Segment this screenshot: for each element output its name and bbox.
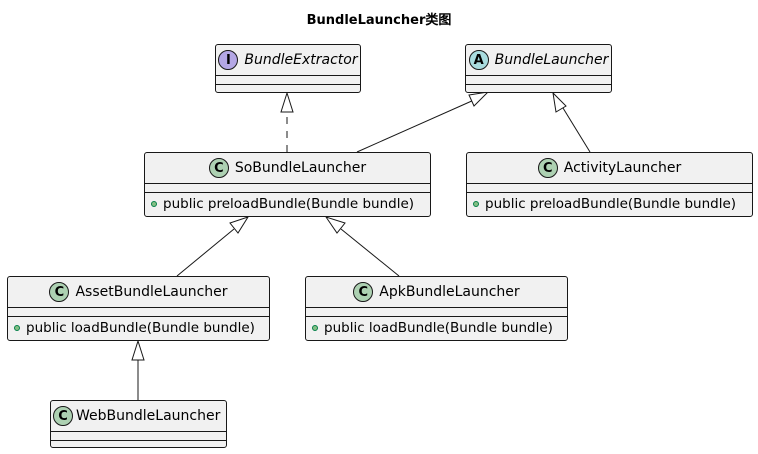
class-name: SoBundleLauncher xyxy=(234,160,367,176)
class-badge-icon: C xyxy=(208,158,229,178)
method-signature: public loadBundle(Bundle bundle) xyxy=(324,320,553,336)
edge-realization-so-to-extractor xyxy=(280,91,294,152)
edge-inheritance-apk-to-so xyxy=(324,216,400,277)
abstract-badge-icon: A xyxy=(468,50,489,70)
fields-section xyxy=(466,75,611,84)
edge-inheritance-so-to-launcher xyxy=(356,91,490,153)
class-name: ApkBundleLauncher xyxy=(379,284,520,300)
class-badge-icon: C xyxy=(537,158,558,178)
method-signature: public loadBundle(Bundle bundle) xyxy=(26,320,255,336)
class-web-bundle-launcher[interactable]: C WebBundleLauncher xyxy=(50,400,227,448)
method-signature: public preloadBundle(Bundle bundle) xyxy=(163,196,415,212)
class-bundle-extractor[interactable]: I BundleExtractor xyxy=(215,44,361,93)
methods-section xyxy=(51,440,226,449)
class-name: AssetBundleLauncher xyxy=(75,284,228,300)
fields-section xyxy=(51,431,226,440)
class-badge-icon: C xyxy=(353,282,374,302)
edge-inheritance-asset-to-so xyxy=(176,216,250,277)
interface-badge-icon: I xyxy=(218,50,239,70)
fields-section xyxy=(8,307,269,316)
public-visibility-icon xyxy=(14,325,20,331)
methods-section: public loadBundle(Bundle bundle) xyxy=(8,316,269,339)
method-item: public preloadBundle(Bundle bundle) xyxy=(145,193,430,215)
methods-section: public preloadBundle(Bundle bundle) xyxy=(467,192,752,215)
method-item: public preloadBundle(Bundle bundle) xyxy=(467,193,752,215)
class-name: BundleLauncher xyxy=(494,52,609,68)
class-name: WebBundleLauncher xyxy=(76,408,221,424)
methods-section xyxy=(466,84,611,93)
method-signature: public preloadBundle(Bundle bundle) xyxy=(485,196,737,212)
class-name: BundleExtractor xyxy=(244,52,358,68)
fields-section xyxy=(306,307,567,316)
class-bundle-launcher[interactable]: A BundleLauncher xyxy=(465,44,612,93)
class-badge-icon: C xyxy=(49,282,70,302)
public-visibility-icon xyxy=(473,201,479,207)
fields-section xyxy=(145,183,430,192)
edge-inheritance-activity-to-launcher xyxy=(552,91,591,153)
method-item: public loadBundle(Bundle bundle) xyxy=(8,317,269,339)
class-so-bundle-launcher[interactable]: C SoBundleLauncher public preloadBundle(… xyxy=(144,152,431,217)
class-name: ActivityLauncher xyxy=(563,160,682,176)
public-visibility-icon xyxy=(312,325,318,331)
edge-inheritance-web-to-asset xyxy=(131,339,145,400)
class-asset-bundle-launcher[interactable]: C AssetBundleLauncher public loadBundle(… xyxy=(7,276,270,341)
class-activity-launcher[interactable]: C ActivityLauncher public preloadBundle(… xyxy=(466,152,753,217)
diagram-title: BundleLauncher类图 xyxy=(306,13,452,28)
methods-section: public preloadBundle(Bundle bundle) xyxy=(145,192,430,215)
public-visibility-icon xyxy=(151,201,157,207)
fields-section xyxy=(467,183,752,192)
method-item: public loadBundle(Bundle bundle) xyxy=(306,317,567,339)
fields-section xyxy=(216,75,360,84)
methods-section: public loadBundle(Bundle bundle) xyxy=(306,316,567,339)
methods-section xyxy=(216,84,360,93)
class-badge-icon: C xyxy=(53,406,73,426)
class-apk-bundle-launcher[interactable]: C ApkBundleLauncher public loadBundle(Bu… xyxy=(305,276,568,341)
